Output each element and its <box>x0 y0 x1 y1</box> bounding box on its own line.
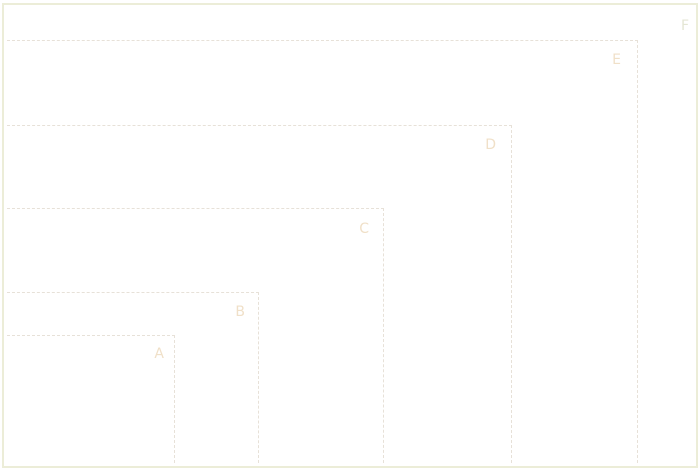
region-e-box: E <box>7 40 638 463</box>
region-d-label: D <box>485 137 496 153</box>
region-d-box: D <box>7 125 512 463</box>
region-c-box: C <box>7 208 384 463</box>
region-a-label: A <box>154 346 164 362</box>
region-c-label: C <box>359 221 369 237</box>
region-b-box: B <box>7 292 259 463</box>
region-b-label: B <box>235 304 245 320</box>
region-e-label: E <box>612 52 621 68</box>
region-a-box: A <box>7 335 175 463</box>
region-f-label: F <box>680 18 689 34</box>
region-f-frame: F E D C B A <box>2 3 698 468</box>
